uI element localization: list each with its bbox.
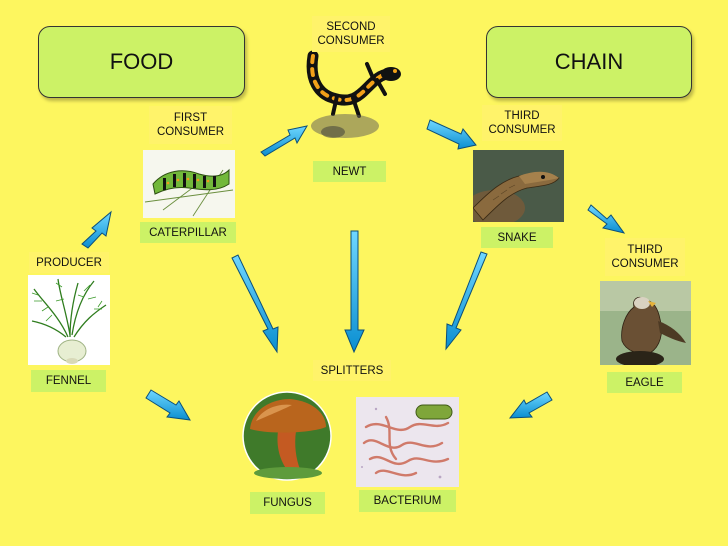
label-producer: PRODUCER xyxy=(29,252,109,273)
eagle-photo xyxy=(600,281,691,365)
arrow-newt-to-splitters xyxy=(344,230,365,354)
label-third-consumer-snake: THIRD CONSUMER xyxy=(482,105,562,141)
fungus-photo xyxy=(242,391,332,481)
label-third-consumer-eagle: THIRD CONSUMER xyxy=(605,238,685,276)
label-first-consumer: FIRST CONSUMER xyxy=(149,106,232,144)
label-fungus: FUNGUS xyxy=(250,492,325,514)
arrow-caterpillar-to-splitters xyxy=(231,254,279,354)
caterpillar-photo xyxy=(143,150,235,218)
snake-photo xyxy=(473,150,564,222)
label-second-consumer: SECOND CONSUMER xyxy=(312,16,390,52)
label-newt: NEWT xyxy=(313,161,386,182)
fennel-photo xyxy=(28,275,110,365)
label-fennel: FENNEL xyxy=(31,370,106,392)
arrow-snake-to-eagle xyxy=(587,204,626,234)
newt-photo xyxy=(306,50,401,138)
arrow-eagle-to-bacterium xyxy=(508,391,553,419)
arrow-caterpillar-to-newt xyxy=(260,125,309,157)
arrow-newt-to-snake xyxy=(426,119,477,150)
bacterium-photo xyxy=(356,397,459,487)
label-bacterium: BACTERIUM xyxy=(359,490,456,512)
arrow-fennel-to-fungus xyxy=(145,389,191,421)
title-food: FOOD xyxy=(38,26,245,98)
label-splitters: SPLITTERS xyxy=(313,360,391,381)
label-caterpillar: CATERPILLAR xyxy=(140,222,236,243)
arrow-snake-to-splitters xyxy=(445,251,488,351)
title-chain: CHAIN xyxy=(486,26,692,98)
label-snake: SNAKE xyxy=(481,227,553,248)
arrow-fennel-to-caterpillar xyxy=(81,210,112,249)
label-eagle: EAGLE xyxy=(607,372,682,393)
